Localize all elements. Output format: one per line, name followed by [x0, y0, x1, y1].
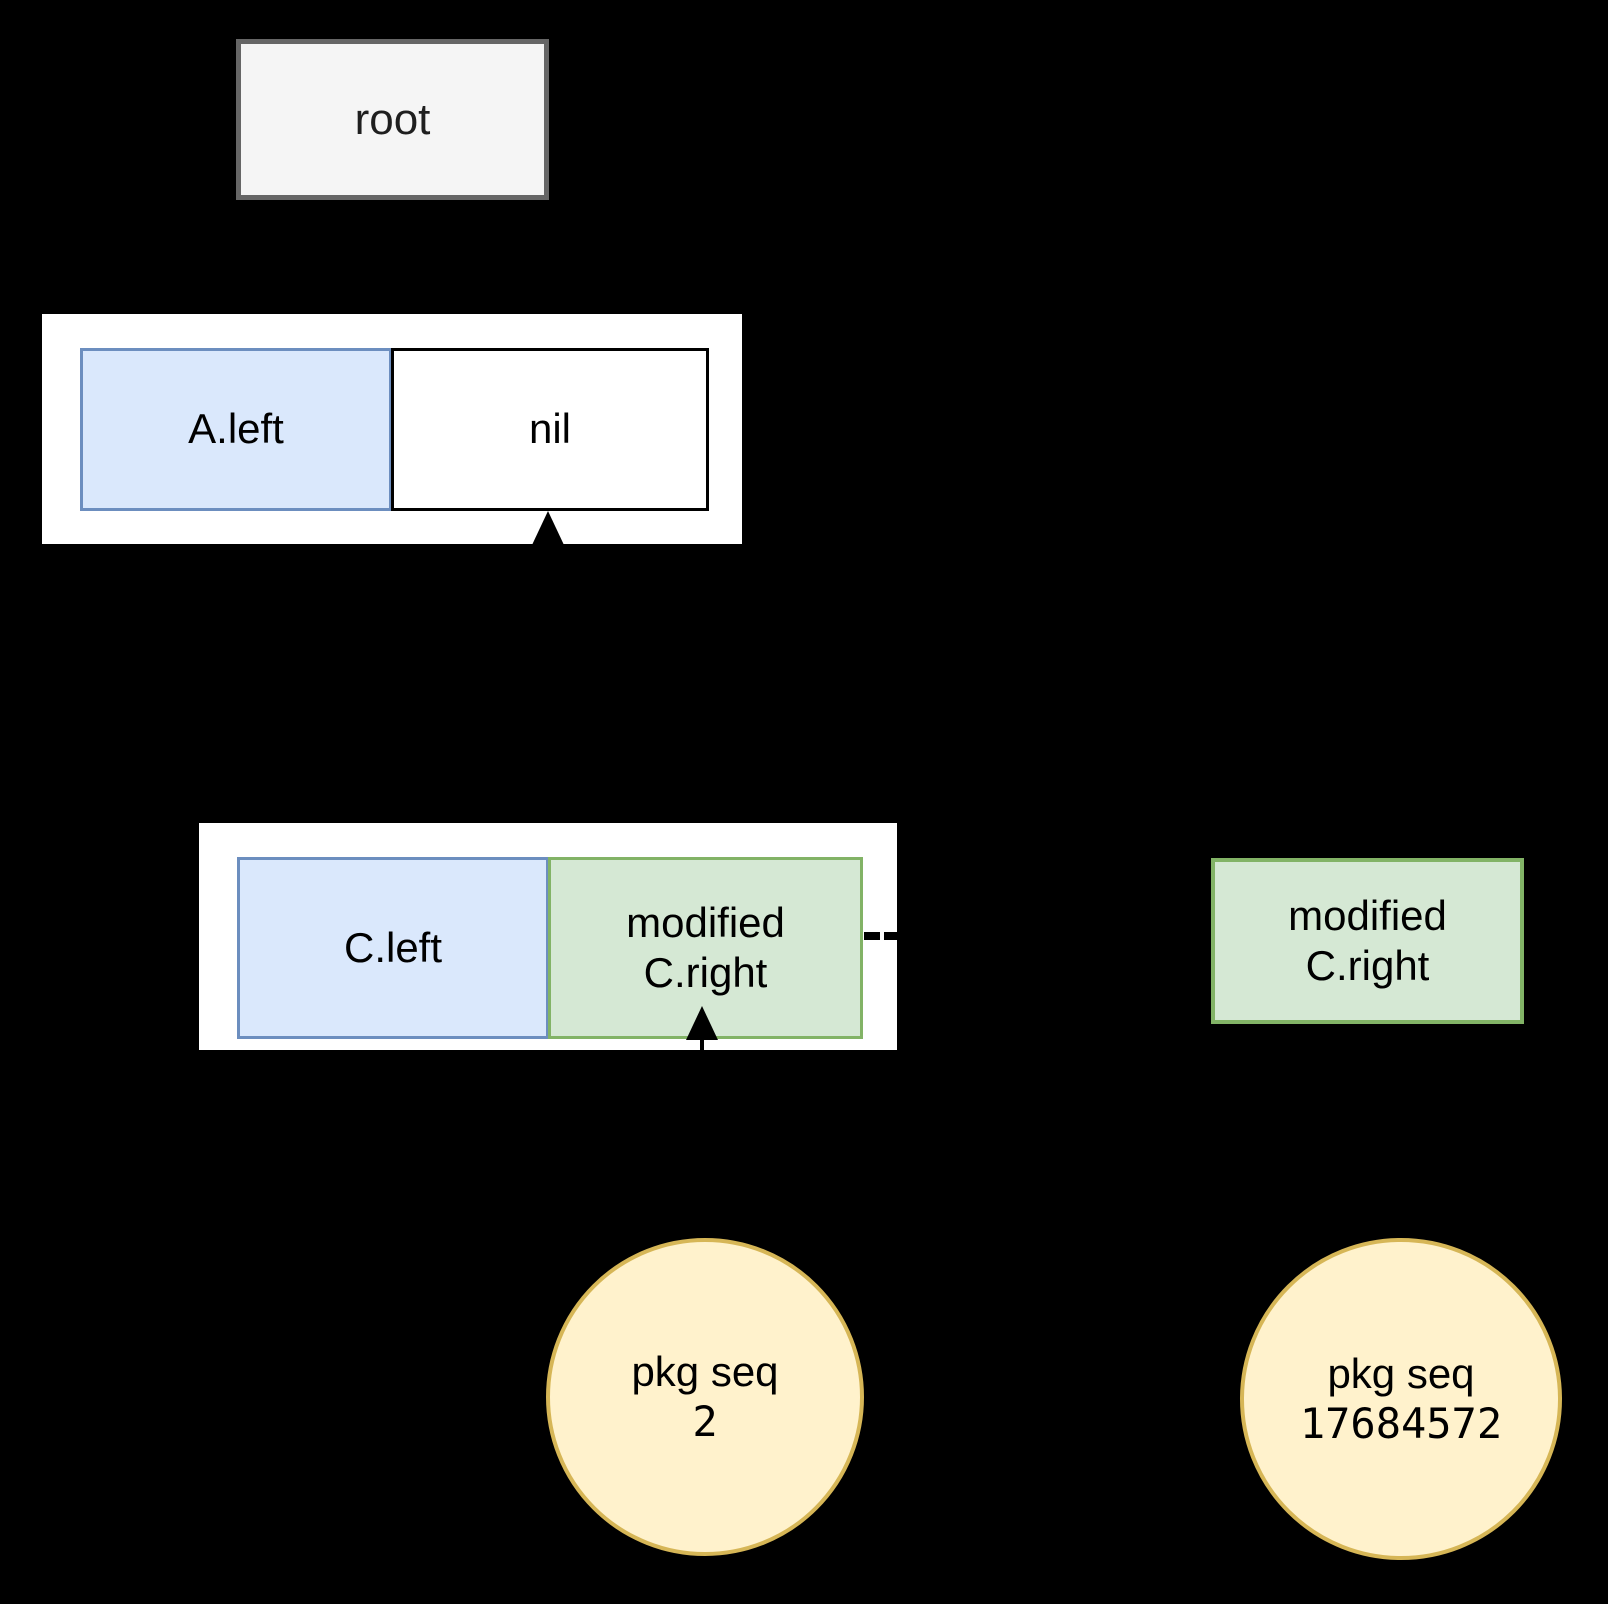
- node-c-right-line2: C.right: [643, 949, 768, 996]
- node-c-right-line1: modified: [626, 898, 785, 946]
- detached-node-label: modified C.right: [1288, 891, 1447, 990]
- detached-modified-c-right-node[interactable]: modified C.right: [1211, 858, 1524, 1024]
- pkg-seq-right-value: 17684572: [1299, 1399, 1503, 1448]
- root-node[interactable]: root: [236, 39, 549, 200]
- pkg-seq-left-value: 2: [692, 1397, 718, 1446]
- node-a-left-slot[interactable]: A.left: [80, 348, 392, 511]
- pkg-seq-left-content: pkg seq 2: [631, 1347, 778, 1448]
- node-c-right-label: modified C.right: [626, 898, 785, 999]
- dashed-line-icon-c-right-link: [864, 932, 920, 940]
- node-c-left-slot[interactable]: C.left: [237, 857, 549, 1039]
- pkg-seq-right-label: pkg seq: [1327, 1349, 1475, 1397]
- pkg-seq-circle-left[interactable]: pkg seq 2: [546, 1238, 864, 1556]
- detached-node-line1: modified: [1288, 892, 1447, 940]
- pkg-seq-right-content: pkg seq 17684572: [1300, 1349, 1502, 1450]
- arrow-stem-to-c-right: [700, 1023, 704, 1059]
- arrow-stem-to-nil: [546, 528, 550, 560]
- pkg-seq-left-label: pkg seq: [631, 1347, 779, 1395]
- detached-node-line2: C.right: [1305, 942, 1430, 989]
- node-a-right-slot-nil[interactable]: nil: [391, 348, 709, 511]
- pkg-seq-circle-right[interactable]: pkg seq 17684572: [1240, 1238, 1562, 1560]
